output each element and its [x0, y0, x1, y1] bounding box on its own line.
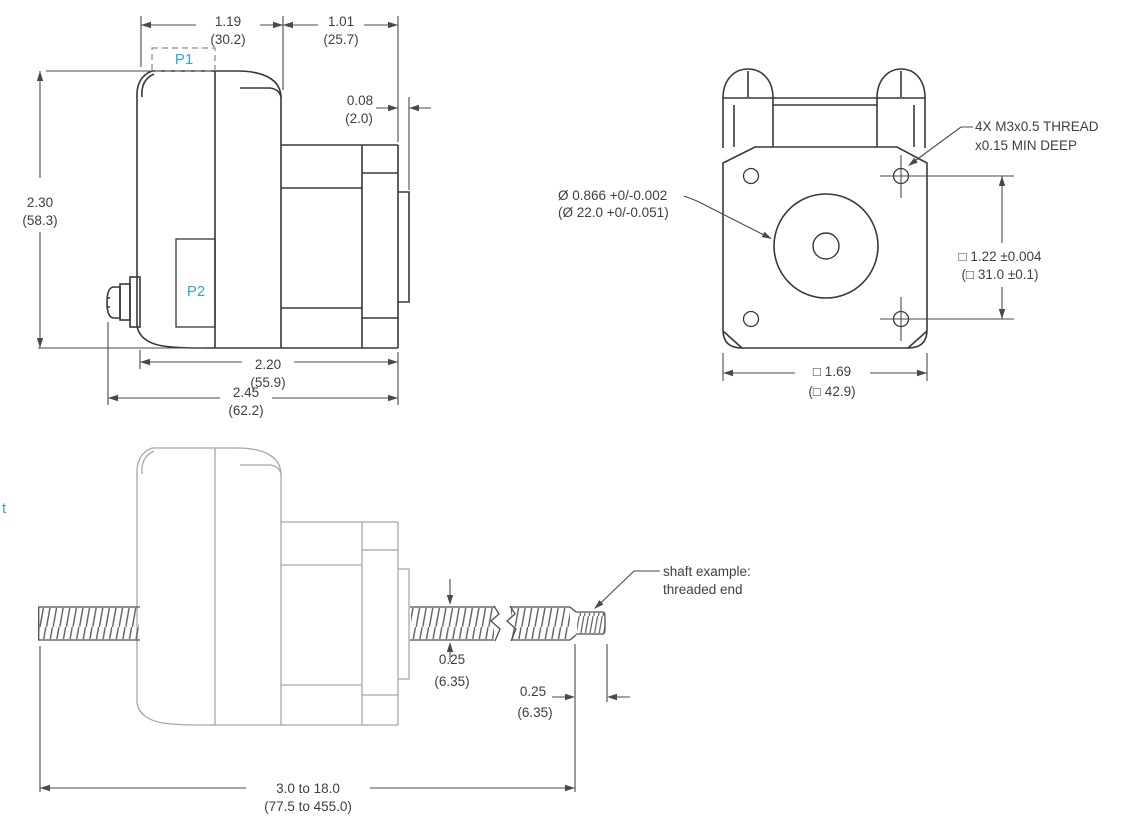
p1-label: P1	[175, 51, 193, 68]
side-view-dimension-lines	[38, 16, 431, 405]
dim-height-mm: (58.3)	[22, 213, 57, 228]
bolt-spacing-line2: (□ 31.0 ±0.1)	[961, 267, 1038, 282]
front-view-arrowheads	[723, 157, 1006, 377]
pilot-dia-leader	[683, 195, 771, 239]
shaft-note-line2: threaded end	[663, 582, 743, 597]
shaft-view-arrowheads	[40, 595, 617, 792]
dim-screw-length-in: 3.0 to 18.0	[276, 781, 340, 796]
p2-label: P2	[187, 283, 205, 300]
corner-chamfer-lines	[722, 330, 928, 349]
screw-thread-left	[39, 608, 139, 639]
dim-height-in: 2.30	[27, 195, 53, 210]
mounting-flange-plate	[722, 146, 928, 349]
bolt-spacing-line1: □ 1.22 ±0.004	[958, 249, 1042, 264]
dim-screw-length-mm: (77.5 to 455.0)	[264, 799, 352, 814]
dim-screw-dia-in: 0.25	[439, 652, 465, 667]
shaft-note-line1: shaft example:	[663, 564, 751, 579]
shaft-hole-circle	[812, 232, 840, 260]
connector	[106, 276, 141, 328]
screw-thread-mid	[411, 608, 494, 639]
flange-size-line1: □ 1.69	[813, 364, 851, 379]
side-view	[106, 70, 410, 349]
dim-motor-length-mm: (25.7)	[323, 32, 358, 47]
side-view-dimension-labels: 1.19 (30.2) 1.01 (25.7) 0.08 (2.0) 2.30 …	[22, 14, 373, 418]
flange-size-line2: (□ 42.9)	[808, 384, 855, 399]
dim-thread-end-in: 0.25	[520, 684, 546, 699]
pilot-dia-line1: Ø 0.866 +0/-0.002	[558, 188, 667, 203]
pilot-boss-circle	[773, 193, 879, 299]
dim-pilot-depth-in: 0.08	[347, 93, 373, 108]
thread-note-line1: 4X M3x0.5 THREAD	[975, 119, 1099, 134]
front-view-dimension-lines	[683, 126, 1014, 381]
dim-motor-length-in: 1.01	[328, 14, 354, 29]
mounting-hole-top-left	[742, 167, 760, 185]
rear-body-silhouette	[722, 68, 926, 148]
thread-note-leader	[909, 126, 973, 165]
dim-housing-width-in: 1.19	[215, 14, 241, 29]
screw-threaded-end	[577, 613, 605, 633]
right-ear-arc	[876, 68, 926, 99]
left-edge-label: t	[2, 500, 7, 517]
shaft-view-labels: t 0.25 (6.35) 0.25 (6.35) 3.0 to 18.0 (7…	[2, 500, 751, 814]
lead-screw	[38, 605, 606, 642]
dim-pilot-depth-mm: (2.0)	[345, 111, 373, 126]
pilot-dia-line2: (Ø 22.0 +0/-0.051)	[558, 205, 669, 220]
side-view-arrowheads	[36, 21, 419, 402]
front-view-labels: 4X M3x0.5 THREAD x0.15 MIN DEEP Ø 0.866 …	[558, 119, 1099, 399]
dim-screw-dia-mm: (6.35)	[434, 674, 469, 689]
dim-housing-width-mm: (30.2)	[210, 32, 245, 47]
dim-overall-length-in: 2.45	[233, 385, 259, 400]
mounting-hole-bottom-left	[742, 310, 760, 328]
break-line-left	[490, 605, 501, 642]
dim-thread-end-mm: (6.35)	[517, 705, 552, 720]
dim-overall-length-mm: (62.2)	[228, 403, 263, 418]
left-ear-arc	[722, 68, 774, 99]
front-view	[722, 68, 928, 349]
dim-body-length-mm: (55.9)	[250, 375, 285, 390]
p1-connector-dashed-box	[151, 47, 216, 72]
dim-body-length-in: 2.20	[255, 357, 281, 372]
break-line-right	[506, 605, 517, 642]
shaft-note-leader	[595, 570, 660, 608]
shaft-view-motor	[136, 447, 410, 726]
thread-note-line2: x0.15 MIN DEEP	[975, 138, 1077, 153]
p2-connector-box	[175, 238, 216, 328]
shaft-view-dimension-lines	[39, 570, 660, 792]
screw-thread-right	[511, 608, 570, 639]
